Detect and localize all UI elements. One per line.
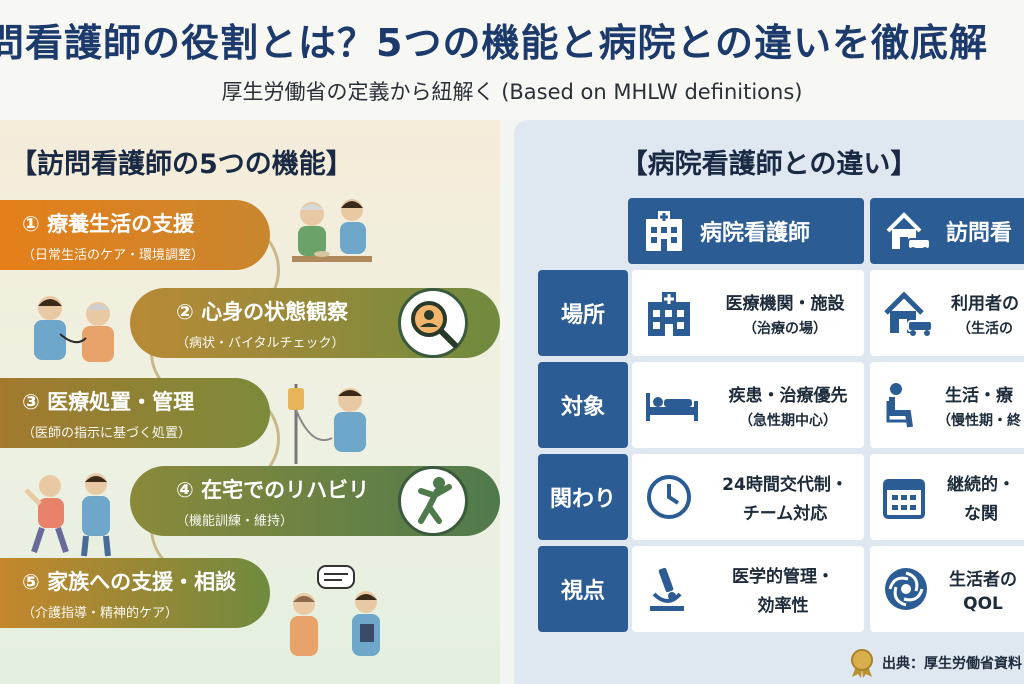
header: 問看護師の役割とは？5つの機能と病院との違いを徹底解 厚生労働省の定義から紐解く… <box>0 0 1024 120</box>
clock-icon <box>647 475 691 519</box>
cell-home-location: 利用者の （生活の <box>870 270 1024 356</box>
function-2-title: ② 心身の状態観察 <box>176 300 349 324</box>
cell-home-involvement-main: 継続的・ <box>947 475 1015 495</box>
cell-home-involvement-sub: な関 <box>964 504 998 524</box>
hospital-building-icon <box>648 292 690 336</box>
function-5-pill: ⑤ 家族への支援・相談 （介護指導・精神的ケア） <box>0 558 270 628</box>
comparison-heading: 【病院看護師との違い】 <box>620 149 918 180</box>
cell-hospital-involvement-main: 24時間交代制・ <box>722 475 848 495</box>
stretching-person-icon <box>398 466 468 536</box>
function-4-title: ④ 在宅でのリハビリ <box>176 478 370 502</box>
nurse-stethoscope-illustration <box>34 296 114 362</box>
microscope-icon <box>650 567 684 611</box>
home-nurse-column-header: 訪問看 <box>870 198 1024 264</box>
function-5-title: ⑤ 家族への支援・相談 <box>22 570 237 594</box>
elderly-care-illustration <box>292 199 372 262</box>
home-car-icon <box>886 212 931 253</box>
hospital-bed-icon <box>646 393 698 421</box>
seated-person-icon <box>886 383 913 428</box>
cell-home-involvement: 継続的・ な関 <box>870 454 1024 540</box>
function-1-sub: （日常生活のケア・環境調整） <box>22 248 205 263</box>
medal-icon <box>851 649 873 678</box>
comparison-panel: 【病院看護師との違い】 病院看護師 訪問看 場所 <box>514 120 1024 684</box>
cell-hospital-perspective-sub: 効率性 <box>757 596 809 616</box>
hospital-nurse-label: 病院看護師 <box>700 221 811 246</box>
cell-home-location-sub: （生活の <box>957 320 1013 337</box>
home-nurse-label: 訪問看 <box>946 221 1013 246</box>
row-label-location: 場所 <box>538 270 628 356</box>
cell-hospital-perspective-main: 医学的管理・ <box>732 567 834 587</box>
swirl-icon <box>885 568 927 610</box>
source-note: 出典：厚生労働省資料 <box>848 648 1022 678</box>
cell-hospital-location-main: 医療機関・施設 <box>725 293 845 314</box>
function-5-sub: （介護指導・精神的ケア） <box>22 606 179 621</box>
row-label-perspective: 視点 <box>538 546 628 632</box>
cell-home-target-main: 生活・療 <box>945 385 1013 406</box>
house-car-icon <box>884 291 933 336</box>
function-1-pill: ① 療養生活の支援 （日常生活のケア・環境調整） <box>0 200 270 270</box>
cell-home-perspective: 生活者の QOL <box>870 546 1024 632</box>
cell-hospital-target-sub: （急性期中心） <box>739 412 837 429</box>
source-text: 出典：厚生労働省資料 <box>882 656 1022 672</box>
magnifier-person-icon <box>398 288 468 358</box>
calendar-icon <box>883 479 925 519</box>
family-consultation-illustration <box>290 565 380 656</box>
cell-hospital-involvement: 24時間交代制・ チーム対応 <box>632 454 864 540</box>
row-label-involvement: 関わり <box>538 454 628 540</box>
function-3-sub: （医師の指示に基づく処置） <box>22 426 192 441</box>
function-2-sub: （病状・バイタルチェック） <box>176 336 345 351</box>
cell-hospital-target-main: 疾患・治療優先 <box>728 385 848 406</box>
cell-home-perspective-main: 生活者の <box>949 569 1017 590</box>
functions-heading: 【訪問看護師の5つの機能】 <box>10 149 353 180</box>
cell-hospital-location-sub: （治療の場） <box>743 320 827 337</box>
page-subtitle: 厚生労働省の定義から紐解く (Based on MHLW definitions… <box>221 80 803 104</box>
function-1-title: ① 療養生活の支援 <box>22 212 195 236</box>
row-label-target: 対象 <box>538 362 628 448</box>
cell-home-target-sub: （慢性期・終 <box>937 412 1021 429</box>
rehabilitation-illustration <box>24 473 111 557</box>
cell-hospital-perspective: 医学的管理・ 効率性 <box>632 546 864 632</box>
function-3-pill: ③ 医療処置・管理 （医師の指示に基づく処置） <box>0 378 270 448</box>
iv-drip-nurse-illustration <box>288 384 366 464</box>
page-title: 問看護師の役割とは？5つの機能と病院との違いを徹底解 <box>0 21 989 65</box>
functions-panel: 【訪問看護師の5つの機能】 ① 療養生活の支援 （日常生活のケア・環境調整） ②… <box>0 120 500 684</box>
cell-hospital-involvement-sub: チーム対応 <box>742 504 828 524</box>
cell-hospital-location: 医療機関・施設 （治療の場） <box>632 270 864 356</box>
cell-home-target: 生活・療 （慢性期・終 <box>870 362 1024 448</box>
function-4-sub: （機能訓練・維持） <box>176 514 294 529</box>
cell-home-location-main: 利用者の <box>951 293 1019 314</box>
cell-hospital-target: 疾患・治療優先 （急性期中心） <box>632 362 864 448</box>
hospital-icon <box>646 211 682 251</box>
cell-home-perspective-sub: QOL <box>963 593 1003 614</box>
function-3-title: ③ 医療処置・管理 <box>22 390 195 414</box>
hospital-nurse-column-header: 病院看護師 <box>628 198 864 264</box>
